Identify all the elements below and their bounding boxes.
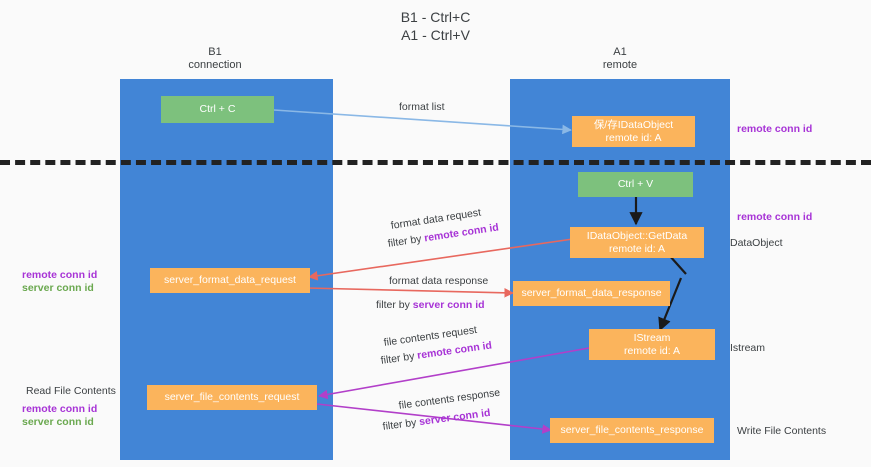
- column-b1-name: B1: [208, 46, 222, 58]
- side-label-dataobject: DataObject: [730, 237, 783, 249]
- column-a1-role: remote: [602, 59, 638, 71]
- edge-label-format-data-response-filter: filter by server conn id: [376, 299, 485, 312]
- page-title: B1 - Ctrl+C A1 - Ctrl+V: [0, 8, 871, 44]
- side-label-remote-conn-id-mid: remote conn id: [737, 211, 813, 223]
- side-label-left-remote-conn-id: remote conn id: [22, 269, 98, 281]
- arrow-format-data-response: [306, 287, 514, 298]
- node-idataobject-getdata[interactable]: IDataObject::GetData remote id: A: [570, 227, 704, 258]
- column-header-a1: A1 remote: [555, 46, 685, 72]
- arrow-getdata-down: [668, 254, 687, 275]
- node-sfcres-label: server_file_contents_response: [560, 424, 704, 436]
- fdres-filter-prefix: filter by: [376, 299, 413, 311]
- node-server-format-data-response[interactable]: server_format_data_response: [513, 281, 670, 306]
- node-sfcreq-label: server_file_contents_request: [164, 391, 300, 403]
- node-server-file-contents-request[interactable]: server_file_contents_request: [147, 385, 317, 410]
- node-idataobject-store-line1: 保/存IDataObject: [593, 118, 674, 131]
- node-idataobject-store[interactable]: 保/存IDataObject remote id: A: [572, 116, 695, 147]
- column-a1-name: A1: [613, 46, 627, 58]
- node-ctrl-c-label: Ctrl + C: [199, 103, 236, 115]
- node-server-format-data-request[interactable]: server_format_data_request: [150, 268, 310, 293]
- edge-label-format-data-response: format data response: [389, 275, 489, 287]
- title-line-1: B1 - Ctrl+C: [400, 9, 471, 25]
- fdres-filter-key: server conn id: [412, 299, 485, 311]
- node-istream[interactable]: IStream remote id: A: [589, 329, 715, 360]
- side-label-istream: Istream: [730, 342, 766, 354]
- node-istream-line1: IStream: [633, 331, 671, 344]
- node-ctrl-c[interactable]: Ctrl + C: [161, 96, 274, 123]
- arrow-file-contents-response: [316, 403, 552, 434]
- side-label-left-remote-conn-id-2: remote conn id: [22, 403, 98, 415]
- node-sfdreq-label: server_format_data_request: [164, 274, 296, 286]
- side-label-left-server-conn-id: server conn id: [22, 282, 94, 294]
- node-idataobject-store-line2: remote id: A: [605, 131, 662, 144]
- title-line-2: A1 - Ctrl+V: [401, 27, 470, 43]
- arrow-format-list: [273, 109, 572, 135]
- column-header-b1: B1 connection: [150, 46, 280, 72]
- node-getdata-line1: IDataObject::GetData: [586, 229, 688, 242]
- node-ctrl-v[interactable]: Ctrl + V: [578, 172, 693, 197]
- edge-label-format-list: format list: [399, 101, 445, 113]
- node-getdata-line2: remote id: A: [608, 242, 666, 255]
- node-sfdres-label: server_format_data_response: [521, 287, 662, 299]
- side-label-remote-conn-id-top: remote conn id: [737, 123, 813, 135]
- node-ctrl-v-label: Ctrl + V: [617, 178, 654, 190]
- column-b1-role: connection: [188, 59, 242, 71]
- side-label-write-file-contents: Write File Contents: [737, 425, 827, 437]
- side-label-left-server-conn-id-2: server conn id: [22, 416, 94, 428]
- arrow-format-data-request: [308, 237, 581, 281]
- node-istream-line2: remote id: A: [623, 344, 681, 357]
- phase-separator: [0, 160, 871, 165]
- node-server-file-contents-response[interactable]: server_file_contents_response: [550, 418, 714, 443]
- arrow-response-to-istream: [658, 277, 683, 332]
- side-label-read-file-contents: Read File Contents: [26, 385, 116, 397]
- arrow-file-contents-request: [318, 347, 590, 400]
